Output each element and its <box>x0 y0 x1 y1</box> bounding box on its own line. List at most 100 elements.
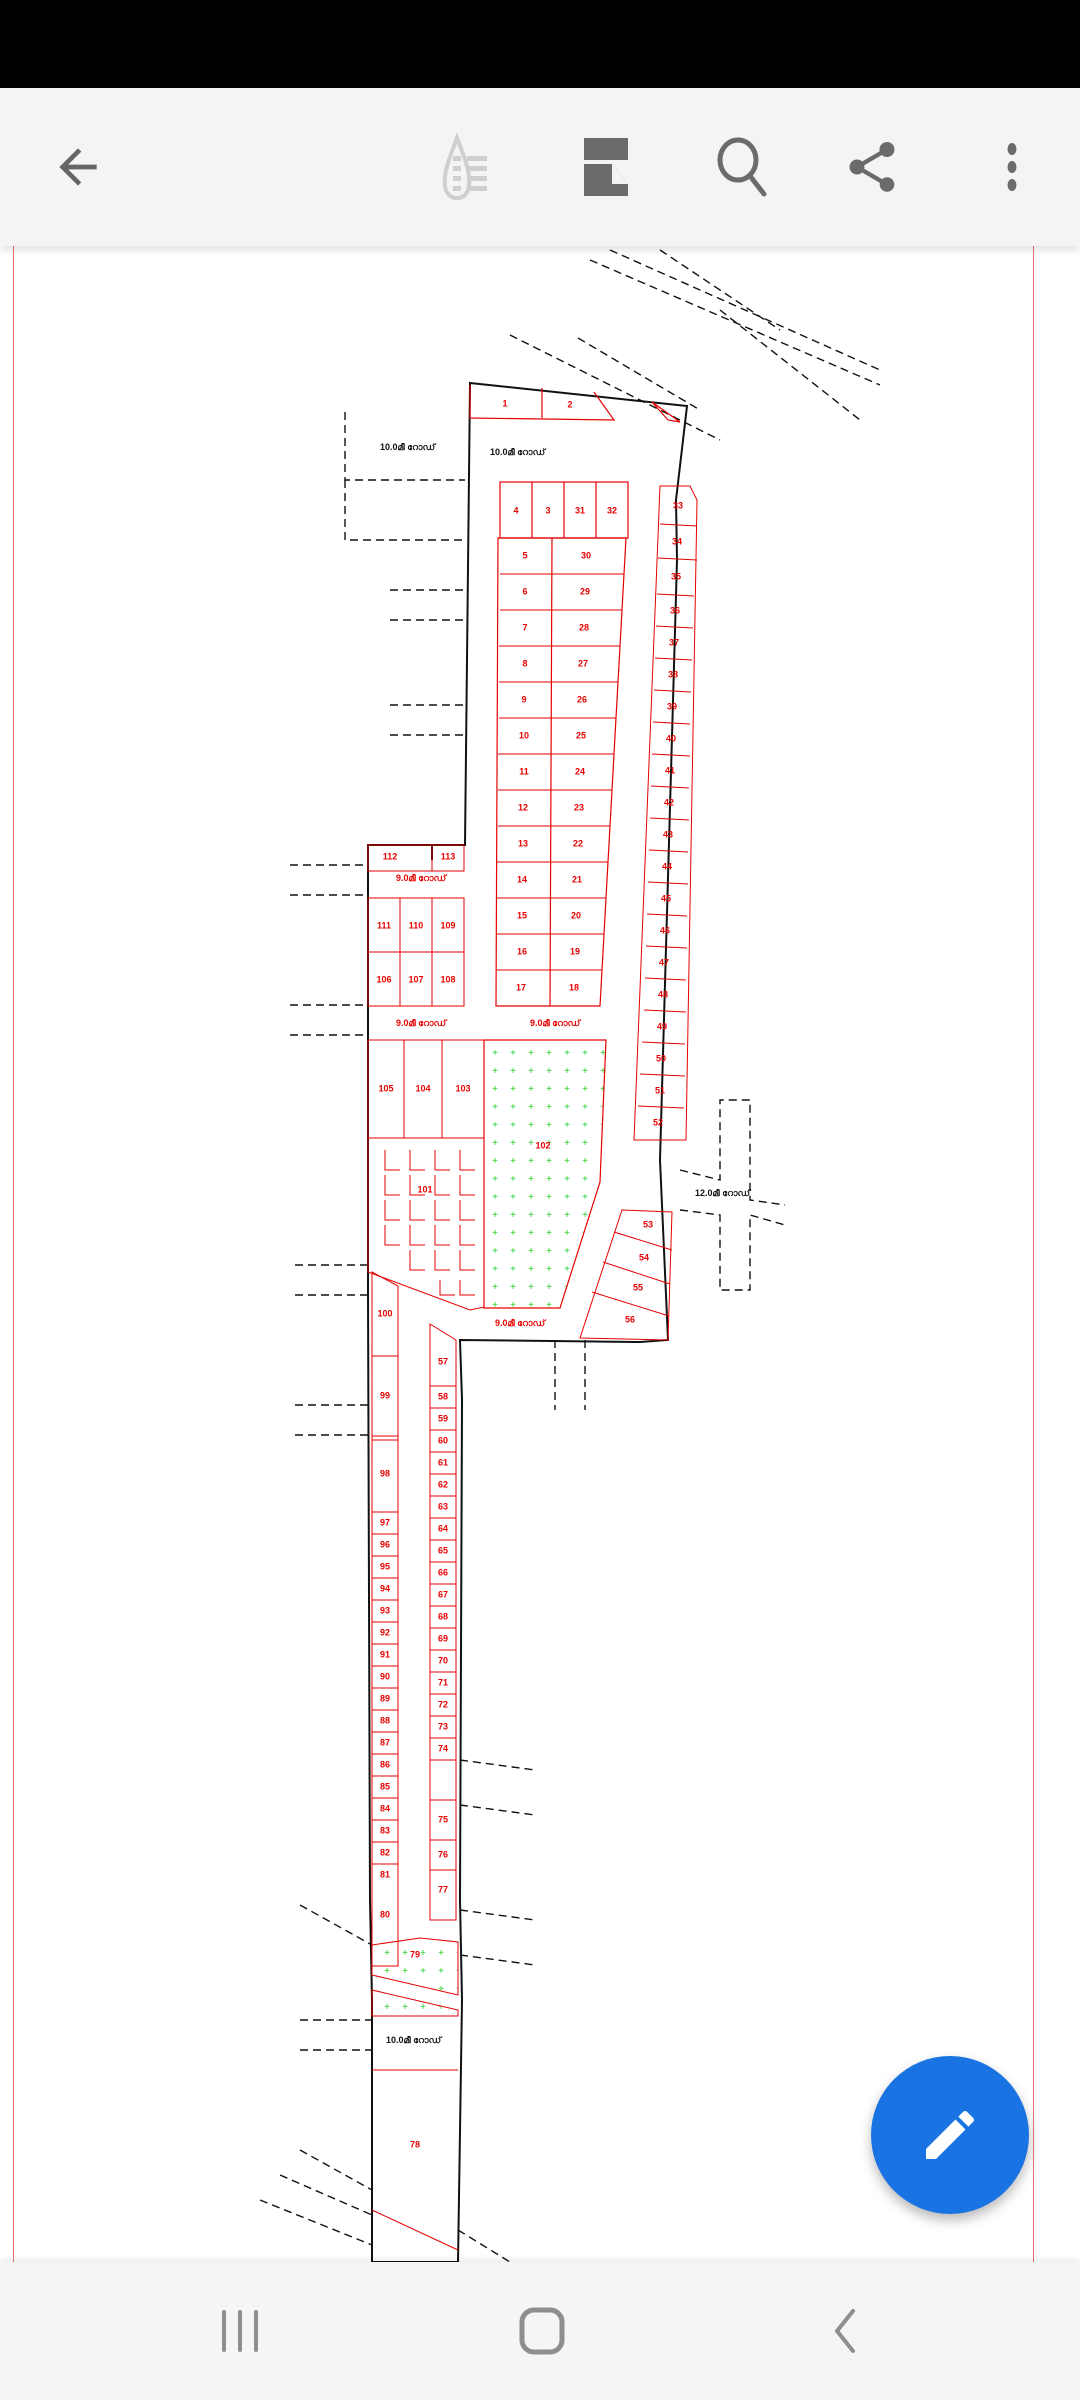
svg-text:46: 46 <box>660 925 670 935</box>
svg-text:27: 27 <box>578 658 588 668</box>
svg-text:23: 23 <box>574 802 584 812</box>
road-label-bottom: 10.0മീ റോഡ് <box>386 2034 443 2045</box>
share-button[interactable] <box>822 88 922 246</box>
svg-text:33: 33 <box>673 500 683 510</box>
svg-text:25: 25 <box>576 730 586 740</box>
svg-text:59: 59 <box>438 1413 448 1423</box>
svg-text:19: 19 <box>570 946 580 956</box>
svg-text:48: 48 <box>658 989 668 999</box>
svg-text:65: 65 <box>438 1545 448 1555</box>
svg-text:68: 68 <box>438 1611 448 1621</box>
svg-text:94: 94 <box>380 1583 390 1593</box>
svg-text:3: 3 <box>545 505 550 515</box>
svg-text:1: 1 <box>502 398 507 408</box>
east-strip-plots <box>633 485 698 1141</box>
svg-text:52: 52 <box>653 1117 663 1127</box>
svg-text:87: 87 <box>380 1737 390 1747</box>
svg-text:55: 55 <box>633 1282 643 1292</box>
svg-text:5: 5 <box>522 550 527 560</box>
road-label-west-2: 9.0മീ റോഡ് <box>396 1017 448 1028</box>
open-space-102 <box>483 1039 607 1309</box>
svg-text:71: 71 <box>438 1677 448 1687</box>
system-navigation-bar <box>0 2262 1080 2400</box>
svg-text:24: 24 <box>575 766 585 776</box>
plot-101-grid <box>367 1137 485 1311</box>
svg-text:93: 93 <box>380 1605 390 1615</box>
search-button[interactable] <box>694 88 794 246</box>
recents-button[interactable] <box>160 2262 320 2400</box>
svg-text:95: 95 <box>380 1561 390 1571</box>
svg-text:111: 111 <box>377 920 391 930</box>
svg-text:110: 110 <box>409 920 424 930</box>
site-boundary <box>367 381 689 2262</box>
road-label-west-1: 9.0മീ റോഡ് <box>396 872 448 883</box>
svg-text:79: 79 <box>410 1949 420 1959</box>
svg-text:10: 10 <box>519 730 529 740</box>
svg-text:9: 9 <box>521 694 526 704</box>
svg-text:76: 76 <box>438 1849 448 1859</box>
road-label-top-west: 10.0മീ റോഡ് <box>380 441 437 452</box>
svg-text:40: 40 <box>666 733 676 743</box>
toolbar <box>0 88 1080 246</box>
page-view-button[interactable] <box>556 88 656 246</box>
svg-text:64: 64 <box>438 1523 448 1533</box>
svg-text:74: 74 <box>438 1743 448 1753</box>
svg-text:107: 107 <box>408 974 423 984</box>
svg-text:84: 84 <box>380 1803 390 1813</box>
svg-text:56: 56 <box>625 1314 635 1324</box>
svg-text:62: 62 <box>438 1479 448 1489</box>
svg-text:108: 108 <box>440 974 455 984</box>
svg-text:70: 70 <box>438 1655 448 1665</box>
page-border-right <box>1033 246 1034 2262</box>
svg-text:30: 30 <box>581 550 591 560</box>
more-options-button[interactable] <box>962 88 1062 246</box>
svg-text:69: 69 <box>438 1633 448 1643</box>
svg-text:101: 101 <box>417 1184 432 1194</box>
svg-text:15: 15 <box>517 910 527 920</box>
page-border-left <box>13 246 14 2262</box>
svg-text:32: 32 <box>607 505 617 515</box>
svg-text:85: 85 <box>380 1781 390 1791</box>
edit-fab-button[interactable] <box>871 2056 1029 2214</box>
west-block-plots <box>367 844 485 1139</box>
back-nav-button[interactable] <box>764 2262 924 2400</box>
svg-text:60: 60 <box>438 1435 448 1445</box>
road-label-east: 12.0മീ റോഡ് <box>695 1187 752 1198</box>
svg-text:81: 81 <box>380 1869 390 1879</box>
svg-text:4: 4 <box>513 505 518 515</box>
svg-text:16: 16 <box>517 946 527 956</box>
pdf-page-viewport[interactable]: + <box>0 246 1080 2262</box>
svg-text:6: 6 <box>522 586 527 596</box>
svg-text:28: 28 <box>579 622 589 632</box>
svg-text:11: 11 <box>519 766 529 776</box>
svg-text:109: 109 <box>440 920 455 930</box>
document-page-icon <box>584 138 628 196</box>
home-button[interactable] <box>462 2262 622 2400</box>
svg-text:50: 50 <box>656 1053 666 1063</box>
svg-text:89: 89 <box>380 1693 390 1703</box>
svg-text:77: 77 <box>438 1884 448 1894</box>
svg-text:2: 2 <box>567 399 572 409</box>
road-label-south: 9.0മീ റോഡ് <box>495 1317 547 1328</box>
svg-text:42: 42 <box>664 797 674 807</box>
svg-text:37: 37 <box>669 637 679 647</box>
svg-text:13: 13 <box>518 838 528 848</box>
svg-text:97: 97 <box>380 1517 390 1527</box>
svg-text:100: 100 <box>377 1308 392 1318</box>
pencil-icon <box>926 2110 975 2159</box>
back-button[interactable] <box>28 88 128 246</box>
home-icon <box>519 2307 565 2355</box>
svg-text:58: 58 <box>438 1391 448 1401</box>
road-label-top: 10.0മീ റോഡ് <box>490 446 547 457</box>
block-a-plots <box>495 481 629 1007</box>
svg-text:7: 7 <box>522 622 527 632</box>
svg-text:106: 106 <box>376 974 391 984</box>
more-vertical-icon <box>1007 143 1017 191</box>
svg-text:38: 38 <box>668 669 678 679</box>
svg-text:67: 67 <box>438 1589 448 1599</box>
svg-text:36: 36 <box>670 605 680 615</box>
back-chevron-icon <box>835 2309 855 2353</box>
svg-text:31: 31 <box>575 505 585 515</box>
svg-text:83: 83 <box>380 1825 390 1835</box>
ink-annotation-button[interactable] <box>422 88 522 246</box>
